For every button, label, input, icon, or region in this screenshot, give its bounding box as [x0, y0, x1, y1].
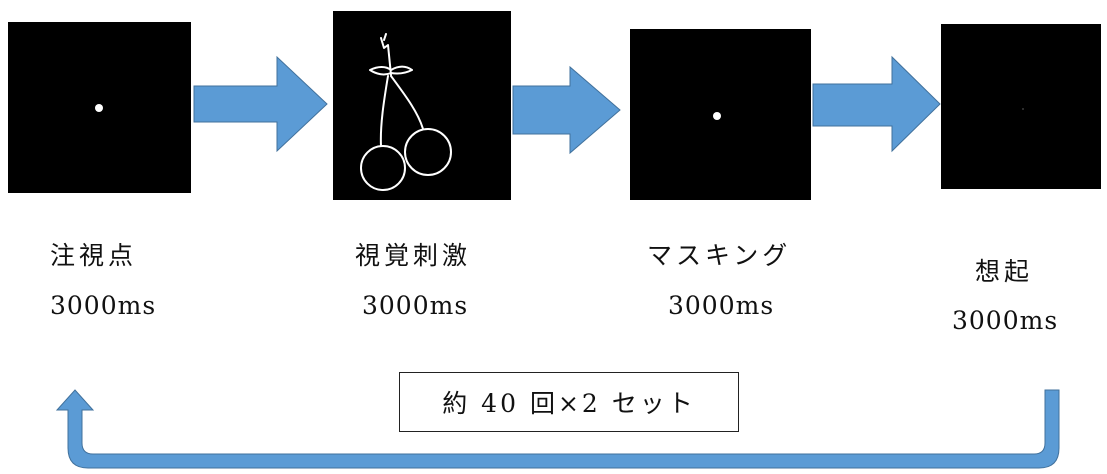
stage-label-recall: 想起	[975, 257, 1034, 286]
stage-duration-fixation: 3000ms	[50, 291, 157, 320]
stem-left	[379, 75, 389, 147]
repeat-count-label: 約 40 回×2 セット	[442, 389, 696, 418]
stage-label-fixation: 注視点	[50, 241, 138, 270]
recall-panel	[941, 24, 1101, 189]
loop-back-arrow	[55, 389, 1060, 469]
leaf	[369, 65, 413, 76]
stage-duration-masking: 3000ms	[668, 291, 775, 320]
cherry-drawing	[360, 33, 452, 191]
stem-tip	[383, 33, 387, 41]
cherry-left	[360, 145, 406, 191]
stage-label-masking: マスキング	[647, 241, 792, 270]
recall-faint-dot	[1022, 108, 1024, 110]
flow-arrow-2	[512, 65, 621, 155]
stem-right	[390, 75, 424, 130]
masking-dot	[713, 112, 721, 120]
flow-arrow-3	[812, 55, 941, 153]
stage-duration-recall: 3000ms	[952, 306, 1059, 335]
stage-duration-visual-stimulus: 3000ms	[362, 291, 469, 320]
cherry-right	[404, 128, 452, 176]
repeat-count-box: 約 40 回×2 セット	[399, 372, 739, 432]
flow-arrow-1	[193, 55, 328, 153]
fixation-dot	[95, 104, 103, 112]
visual-stimulus-panel	[333, 11, 511, 200]
stem-top	[380, 37, 392, 76]
stage-label-visual-stimulus: 視覚刺激	[355, 241, 472, 270]
